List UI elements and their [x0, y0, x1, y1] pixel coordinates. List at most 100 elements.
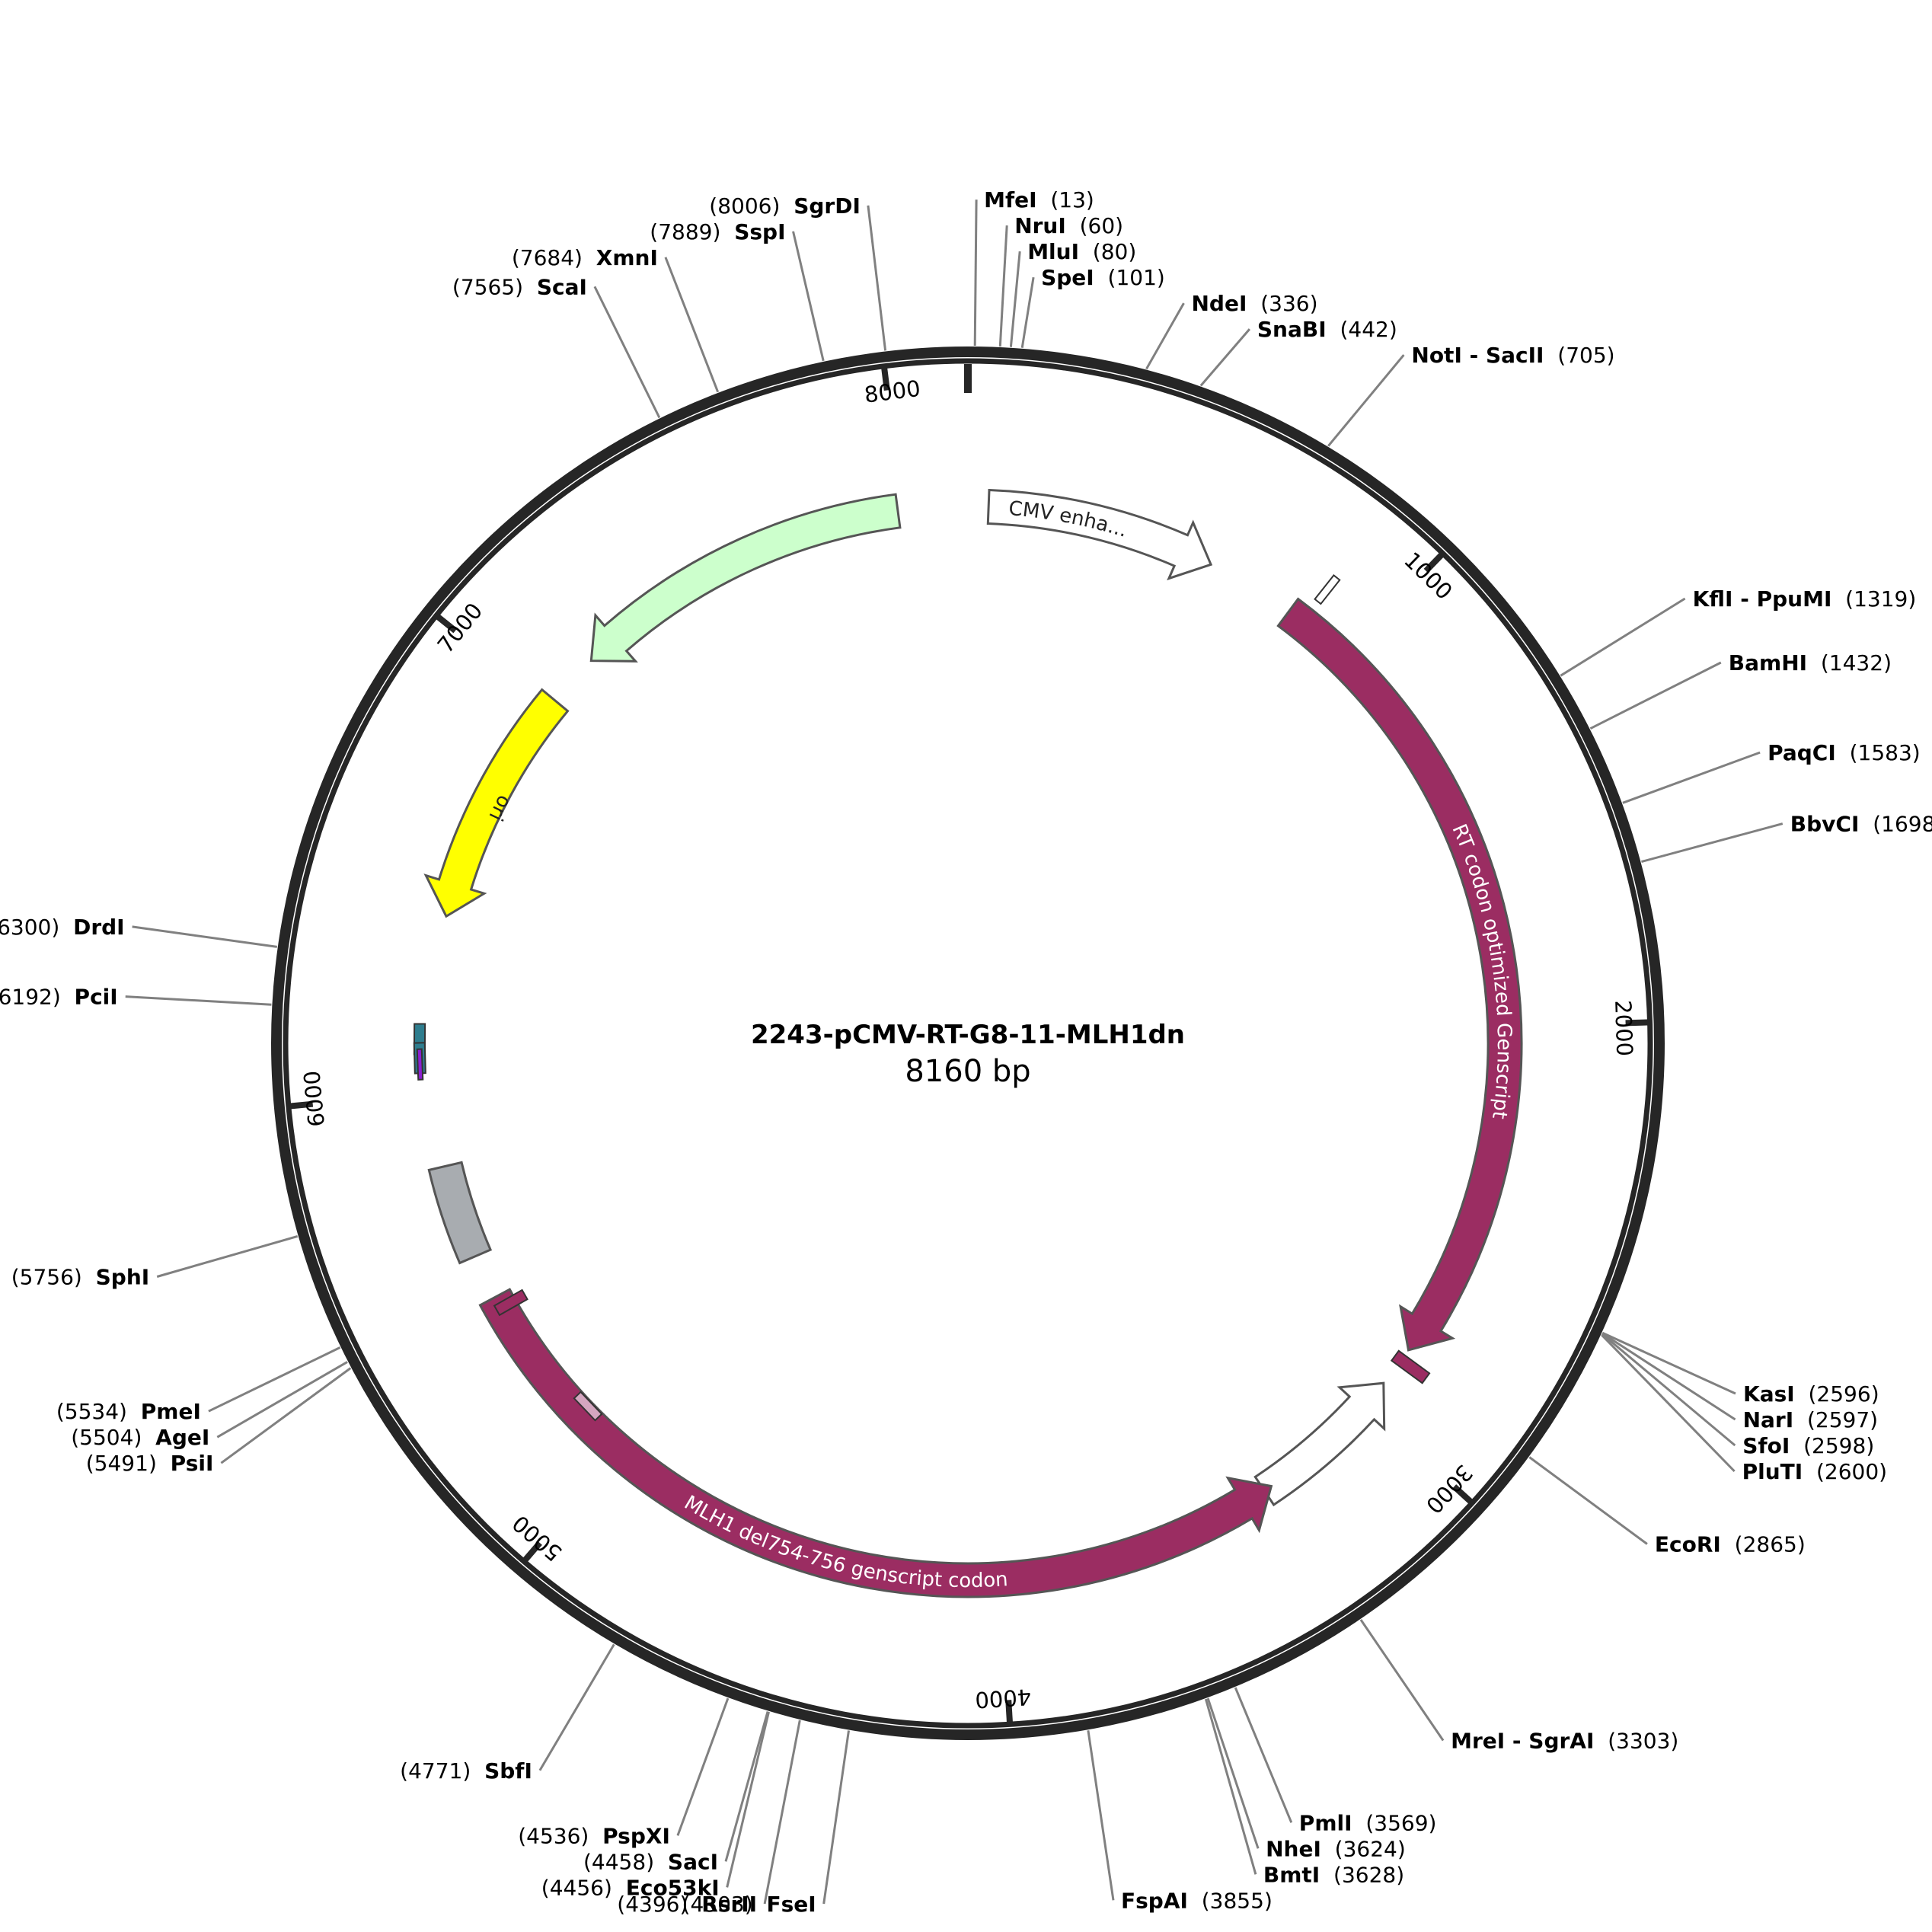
ruler-tick [1451, 1484, 1474, 1505]
site-name: SphI [96, 1265, 150, 1290]
site-leader [1641, 822, 1784, 864]
site-label[interactable]: (5534) PmeI [56, 1399, 201, 1424]
site-label[interactable]: PluTI (2600) [1742, 1459, 1888, 1484]
site-name: PluTI [1742, 1459, 1803, 1484]
site-leader [726, 1711, 770, 1888]
site-leaders [125, 200, 1784, 1905]
site-name: AgeI [155, 1425, 209, 1450]
site-label[interactable]: MfeI (13) [984, 187, 1094, 212]
site-name: SacI [668, 1849, 718, 1874]
site-name: NdeI [1192, 291, 1247, 316]
ruler-tick [435, 614, 458, 634]
site-leader [763, 1720, 801, 1905]
site-leader [1199, 328, 1251, 387]
minor-feature-pink[interactable] [573, 1391, 603, 1422]
site-name: PmeI [141, 1399, 201, 1424]
site-name: SfoI [1742, 1433, 1790, 1458]
site-label[interactable]: NdeI (336) [1192, 291, 1318, 316]
site-leader [792, 231, 825, 362]
site-label[interactable]: (8006) SgrDI [709, 193, 861, 219]
ruler-tick [1005, 1700, 1013, 1723]
feature-arrow-ori[interactable] [423, 688, 570, 918]
plasmid-size: 8160 bp [905, 1054, 1030, 1089]
site-leader [1560, 597, 1686, 677]
feature-arrow-pro2[interactable] [1253, 1381, 1386, 1507]
site-label[interactable]: NotI - SacII (705) [1411, 343, 1614, 368]
site-label[interactable]: KasI (2596) [1743, 1381, 1879, 1407]
site-position: 2598 [1812, 1433, 1866, 1458]
site-name: FspAI [1121, 1888, 1188, 1913]
site-leader [1206, 1697, 1260, 1849]
site-label[interactable]: (6192) PciI [0, 985, 118, 1010]
site-label[interactable]: (4771) SbfI [400, 1758, 532, 1784]
site-label[interactable]: PaqCI (1583) [1768, 740, 1921, 765]
site-leader [125, 995, 272, 1006]
site-label[interactable]: (6300) DrdI [0, 915, 125, 940]
minor-feature-purple[interactable] [416, 1048, 424, 1081]
site-name: DrdI [73, 915, 125, 940]
site-label[interactable]: BmtI (3628) [1263, 1862, 1404, 1887]
site-label[interactable]: (4458) SacI [583, 1849, 718, 1874]
minor-feature-cds-2[interactable] [1390, 1349, 1431, 1384]
site-label[interactable]: (4303) FseI [682, 1892, 816, 1917]
site-leader [1087, 1730, 1115, 1901]
site-label[interactable]: (7889) SspI [650, 219, 785, 244]
site-leader [664, 257, 720, 393]
site-leader [1601, 1333, 1736, 1473]
site-position: 7565 [461, 274, 515, 299]
site-label[interactable]: (4396) RsrII [617, 1892, 757, 1917]
site-label[interactable]: (7565) ScaI [452, 274, 587, 299]
site-label[interactable]: (4536) PspXI [518, 1823, 670, 1848]
backbone-outer-ring [271, 346, 1665, 1740]
feature-arrow-mlh1[interactable] [478, 1288, 1273, 1598]
minor-features [413, 574, 1431, 1422]
ruler-tick-label: 4000 [974, 1684, 1032, 1713]
site-leader [538, 1643, 615, 1771]
site-position: 3628 [1342, 1862, 1396, 1887]
site-position: 3569 [1374, 1810, 1428, 1835]
site-label[interactable]: SpeI (101) [1041, 265, 1165, 290]
site-name: SpeI [1041, 265, 1094, 290]
site-name: KasI [1743, 1381, 1795, 1407]
site-label[interactable]: FspAI (3855) [1121, 1888, 1273, 1913]
minor-feature-promoter[interactable] [1314, 574, 1341, 605]
site-label[interactable]: (7684) XmnI [512, 245, 658, 270]
site-label[interactable]: BbvCI (1698) [1790, 812, 1932, 837]
minor-feature-cds[interactable] [493, 1289, 529, 1317]
site-label[interactable]: SnaBI (442) [1257, 317, 1397, 342]
feature-arrow-pa[interactable] [427, 1161, 493, 1265]
site-name: NheI [1266, 1836, 1321, 1861]
site-position: 80 [1101, 239, 1129, 264]
site-label[interactable]: (5504) AgeI [71, 1425, 209, 1450]
feature-arrow-rt[interactable] [1276, 597, 1523, 1352]
site-position: 5504 [79, 1425, 133, 1450]
site-label[interactable]: (5491) PsiI [86, 1451, 214, 1476]
site-position: 4303 [690, 1892, 744, 1917]
site-label[interactable]: NheI (3624) [1266, 1836, 1406, 1861]
ruler-tick-label: 2000 [1610, 1000, 1637, 1057]
site-name: BbvCI [1790, 812, 1860, 837]
site-label[interactable]: SfoI (2598) [1742, 1433, 1874, 1458]
site-name: PaqCI [1768, 740, 1836, 765]
site-label[interactable]: PmlI (3569) [1299, 1810, 1437, 1835]
site-label[interactable]: KflI - PpuMI (1319) [1693, 586, 1917, 612]
site-label[interactable]: BamHI (1432) [1729, 650, 1892, 675]
site-labels: MfeI (13)NruI (60)MluI (80)SpeI (101) Nde… [0, 187, 1932, 1917]
site-leader [1327, 354, 1405, 447]
site-position: 5756 [20, 1265, 74, 1290]
site-label[interactable]: NruI (60) [1014, 213, 1123, 238]
site-label[interactable]: MluI (80) [1027, 239, 1136, 264]
site-leader [220, 1367, 352, 1464]
site-label[interactable]: (5756) SphI [11, 1265, 150, 1290]
site-position: 13 [1059, 187, 1086, 212]
site-leader [216, 1361, 348, 1439]
site-position: 5534 [65, 1399, 119, 1424]
site-label[interactable]: NarI (2597) [1743, 1407, 1879, 1432]
site-label[interactable]: MreI - SgrAI (3303) [1451, 1729, 1678, 1754]
site-label[interactable]: (4456) Eco53kI [541, 1875, 720, 1900]
feature-arrow-cmv[interactable] [986, 488, 1213, 581]
site-label[interactable]: EcoRI (2865) [1655, 1532, 1806, 1557]
site-position: 1698 [1881, 812, 1932, 837]
ruler-tick [289, 1100, 314, 1110]
feature-arrow-ampr[interactable] [589, 493, 902, 663]
